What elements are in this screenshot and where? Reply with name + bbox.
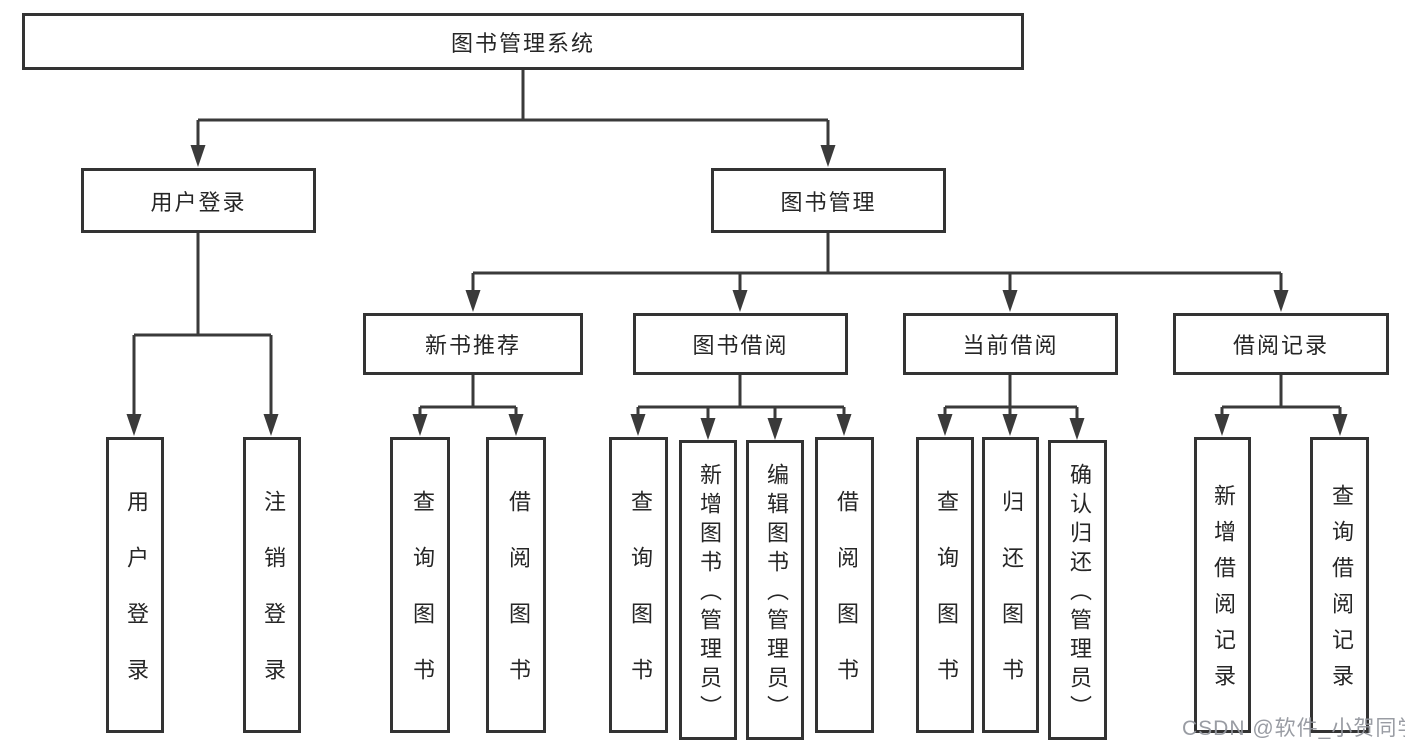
leaf-query-borrow-record: 查询借阅记录 xyxy=(1310,437,1369,733)
csdn-watermark: CSDN @软件_小贺同学 xyxy=(1182,717,1405,740)
leaf-query-books-current: 查询图书 xyxy=(916,437,974,733)
node-current-borrowing-label: 当前借阅 xyxy=(962,333,1059,358)
node-new-book-recommend: 新书推荐 xyxy=(363,313,583,375)
node-book-borrowing-label: 图书借阅 xyxy=(692,333,789,358)
node-borrow-records: 借阅记录 xyxy=(1173,313,1389,375)
leaf-query-books-borrowing: 查询图书 xyxy=(609,437,668,733)
node-user-login-label: 用户登录 xyxy=(150,189,247,215)
node-root-system: 图书管理系统 xyxy=(22,13,1024,70)
leaf-borrow-books-borrowing: 借阅图书 xyxy=(815,437,874,733)
leaf-add-borrow-record: 新增借阅记录 xyxy=(1194,437,1251,733)
leaf-user-login: 用户登录 xyxy=(106,437,164,733)
leaf-query-books-recommend: 查询图书 xyxy=(390,437,450,733)
leaf-confirm-return-admin: 确认归还（管理员） xyxy=(1048,440,1107,740)
node-book-borrowing: 图书借阅 xyxy=(633,313,848,375)
node-root-label: 图书管理系统 xyxy=(450,30,595,56)
node-user-login: 用户登录 xyxy=(81,168,316,233)
leaf-logout-login: 注销登录 xyxy=(243,437,301,733)
node-current-borrowing: 当前借阅 xyxy=(903,313,1118,375)
node-new-book-recommend-label: 新书推荐 xyxy=(424,333,521,358)
leaf-edit-books-admin: 编辑图书（管理员） xyxy=(746,440,804,740)
node-book-management-label: 图书管理 xyxy=(780,189,877,215)
node-book-management: 图书管理 xyxy=(711,168,946,233)
node-borrow-records-label: 借阅记录 xyxy=(1232,333,1329,358)
leaf-return-books: 归还图书 xyxy=(982,437,1039,733)
leaf-add-books-admin: 新增图书（管理员） xyxy=(679,440,737,740)
leaf-borrow-books-recommend: 借阅图书 xyxy=(486,437,546,733)
arrowheads xyxy=(126,145,1348,440)
